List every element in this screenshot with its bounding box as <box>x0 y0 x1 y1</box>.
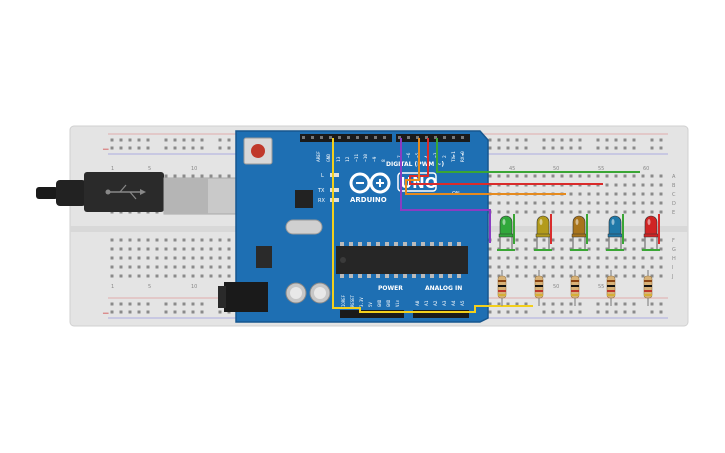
reset-button[interactable] <box>243 137 273 165</box>
row-letter-f: F <box>672 238 675 244</box>
pin-label-gnd2: GND <box>386 299 391 307</box>
analog-pin-labels: A0 A1 A2 A3 A4 A5 <box>415 300 466 306</box>
header-top-right[interactable] <box>396 134 470 142</box>
pin-label-gnd: GND <box>326 154 332 162</box>
col-num-top-60: 60 <box>643 166 649 172</box>
pin-label-rx0: RX◄0 <box>460 151 466 162</box>
power-pin-labels: IOREF RESET 3.3V 5V GND GND Vin <box>341 294 400 307</box>
resistor[interactable] <box>497 270 507 306</box>
pin-label-a2: A2 <box>433 300 439 306</box>
pin-label-a5: A5 <box>460 300 466 306</box>
row-letter-e: E <box>672 210 675 216</box>
pin-label-a1: A1 <box>424 300 430 306</box>
col-num-top-5: 5 <box>148 166 151 172</box>
usb-chip <box>295 190 313 208</box>
resistor[interactable] <box>570 270 580 306</box>
header-top-left[interactable] <box>300 134 392 142</box>
row-letter-i: I <box>672 265 673 271</box>
led-yellow[interactable] <box>534 214 552 251</box>
pin-label-a4: A4 <box>451 300 457 306</box>
pin-label-tx1: TX►1 <box>451 151 457 162</box>
resistor[interactable] <box>534 270 544 306</box>
microcontroller-chip <box>336 242 468 278</box>
pin-label-3v3: 3.3V <box>359 297 364 307</box>
resistor[interactable] <box>643 270 653 306</box>
pin-label-vin: Vin <box>395 299 400 307</box>
arduino-board[interactable]: AREF GND 13 12 ~11 ~10 ~9 8 7 ~6 ~5 4 ~3… <box>218 130 489 323</box>
pin-label-reset: RESET <box>350 294 355 307</box>
status-leds: L TX RX <box>317 173 339 204</box>
pin-label-gnd1: GND <box>377 299 382 307</box>
row-letters: A B C D E F G H I J <box>671 174 676 280</box>
led-blue[interactable] <box>606 214 624 251</box>
led-orange[interactable] <box>570 214 588 251</box>
brand-label: ARDUINO <box>350 196 387 204</box>
header-power[interactable] <box>340 310 404 318</box>
wires[interactable] <box>332 138 640 313</box>
pin-label-8: 8 <box>381 159 387 162</box>
row-letter-g: G <box>672 247 676 253</box>
digital-label: DIGITAL (PWM ~) <box>386 161 444 168</box>
pin-label-13: 13 <box>336 156 342 162</box>
arduino-logo-icon <box>349 172 391 194</box>
pin-label-12: 12 <box>345 156 351 162</box>
row-letter-b: B <box>672 183 676 189</box>
pin-label-6: ~6 <box>406 152 412 158</box>
col-num-top-55: 55 <box>598 166 604 172</box>
leds[interactable] <box>497 214 660 251</box>
capacitors <box>285 282 331 304</box>
voltage-regulator <box>256 246 272 268</box>
usb-symbol-icon <box>105 184 146 200</box>
pin-label-2: 2 <box>442 155 448 158</box>
row-letter-c: C <box>672 192 676 198</box>
rail-minus-bottom: − <box>102 309 110 319</box>
analog-label: ANALOG IN <box>425 285 462 292</box>
purple-wire[interactable] <box>400 138 491 243</box>
col-num-bottom-5: 5 <box>148 284 151 290</box>
yellow-wire[interactable] <box>332 138 533 313</box>
pin-label-11: ~11 <box>354 154 360 162</box>
row-letter-h: H <box>672 256 676 262</box>
red-wire[interactable] <box>409 138 603 185</box>
col-num-bottom-10: 10 <box>191 284 197 290</box>
crystal <box>285 219 323 235</box>
resistor[interactable] <box>606 270 616 306</box>
pin-label-a3: A3 <box>442 300 448 306</box>
led-green[interactable] <box>497 214 515 251</box>
pin-label-aref: AREF <box>316 151 322 162</box>
pin-label-10: ~10 <box>363 154 369 162</box>
col-num-top-10: 10 <box>191 166 197 172</box>
row-letter-a: A <box>672 174 676 180</box>
power-label: POWER <box>378 285 403 292</box>
rail-minus-top: − <box>102 145 110 155</box>
col-num-top-50: 50 <box>553 166 559 172</box>
pin-label-5v: 5V <box>368 302 373 307</box>
green-wire[interactable] <box>436 138 640 173</box>
led-label-rx: RX <box>318 198 325 204</box>
pin-label-ioref: IOREF <box>341 294 346 307</box>
col-num-top-1: 1 <box>111 166 114 172</box>
row-letter-d: D <box>672 201 676 207</box>
col-num-bottom-1: 1 <box>111 284 114 290</box>
led-label-tx: TX <box>317 188 325 194</box>
led-red[interactable] <box>642 214 660 251</box>
col-num-bottom-55: 55 <box>598 284 604 290</box>
orange-wire[interactable] <box>405 138 566 195</box>
resistors[interactable] <box>497 270 653 306</box>
led-label-l: L <box>321 173 324 179</box>
pin-label-a0: A0 <box>415 300 421 306</box>
dc-jack[interactable] <box>224 282 268 312</box>
pin-label-9: ~9 <box>372 156 378 162</box>
col-num-bottom-50: 50 <box>553 284 559 290</box>
row-letter-j: J <box>671 274 673 280</box>
header-analog[interactable] <box>413 310 469 318</box>
col-num-top-45: 45 <box>509 166 515 172</box>
